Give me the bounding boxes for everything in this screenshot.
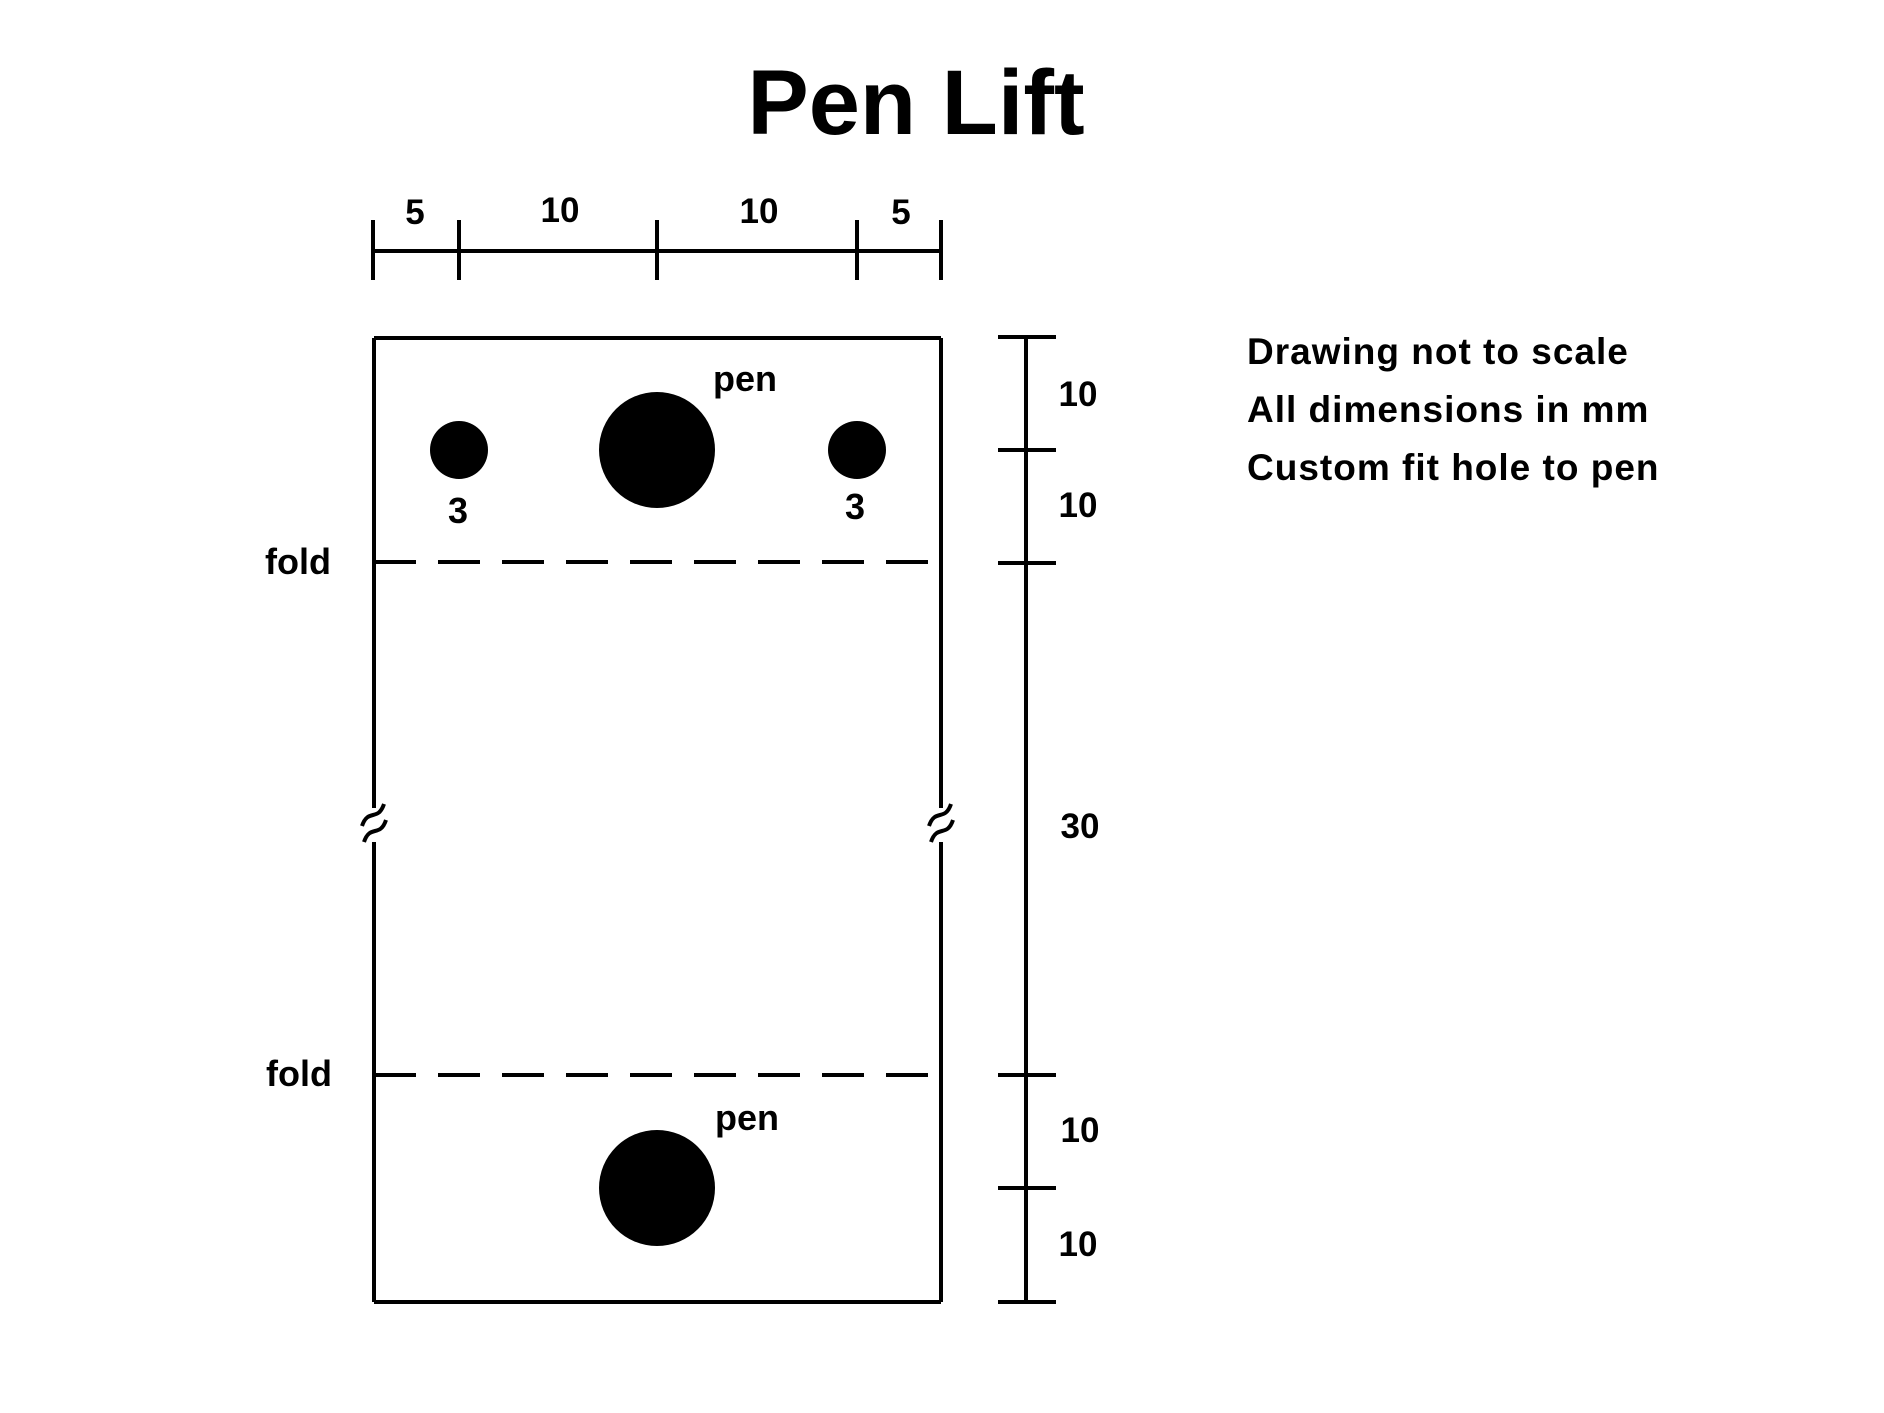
note-dimensions-mm: All dimensions in mm [1247, 389, 1649, 430]
horizontal-dimension-1: 5 [405, 193, 424, 232]
horizontal-dimension-3: 10 [740, 192, 779, 231]
horizontal-dimension-line [371, 220, 943, 280]
pen-hole-bottom [599, 1130, 715, 1246]
hole-size-label-right: 3 [845, 486, 865, 527]
part-outline [372, 336, 943, 1304]
vertical-dimension-4: 10 [1061, 1111, 1100, 1150]
pen-label-bottom: pen [715, 1097, 779, 1138]
pen-label-top: pen [713, 358, 777, 399]
horizontal-dimension-2: 10 [541, 191, 580, 230]
fold-label-top: fold [265, 541, 331, 582]
vertical-dimension-3: 30 [1061, 807, 1100, 846]
page-title: Pen Lift [747, 52, 1084, 154]
break-symbol-left [360, 803, 388, 843]
horizontal-dimension-4: 5 [891, 193, 910, 232]
mounting-hole-left [430, 421, 488, 479]
fold-label-bottom: fold [266, 1053, 332, 1094]
pen-hole-top [599, 392, 715, 508]
mounting-hole-right [828, 421, 886, 479]
note-not-to-scale: Drawing not to scale [1247, 331, 1629, 372]
vertical-dimension-1: 10 [1059, 375, 1098, 414]
vertical-dimension-line [998, 335, 1056, 1304]
hole-size-label-left: 3 [448, 490, 468, 531]
vertical-dimension-2: 10 [1059, 486, 1098, 525]
note-custom-fit: Custom fit hole to pen [1247, 447, 1660, 488]
break-symbol-right [927, 803, 955, 843]
vertical-dimension-5: 10 [1059, 1225, 1098, 1264]
